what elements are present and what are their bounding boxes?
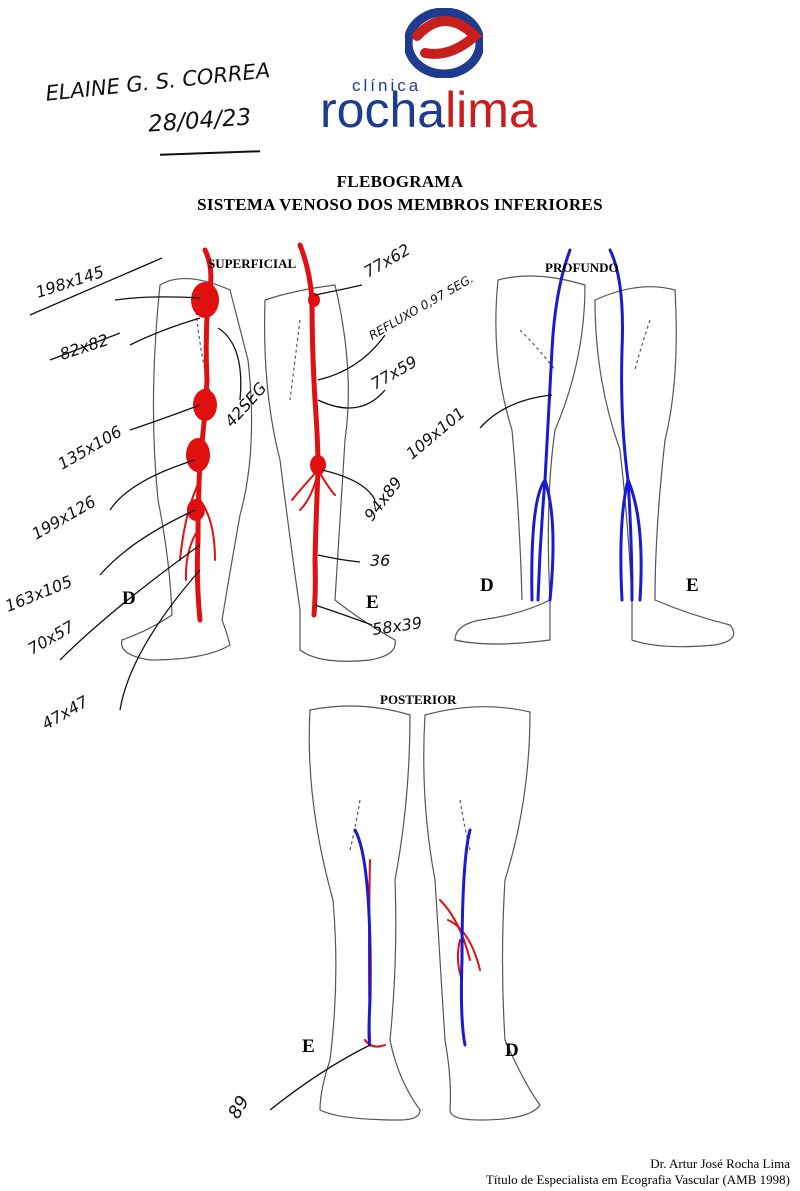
measurement-58x39: 58x39	[371, 613, 423, 639]
logo-brand-b: lima	[445, 82, 537, 138]
measurement-77x59: 77x59	[368, 352, 421, 394]
side-left-posterior: E	[302, 1036, 315, 1057]
side-right-superficial: D	[122, 588, 136, 609]
page-title: FLEBOGRAMA	[336, 172, 464, 191]
deep-right-leg-outline	[454, 275, 586, 645]
side-left-superficial: E	[366, 592, 379, 613]
doctor-name: Dr. Artur José Rocha Lima	[650, 1156, 790, 1171]
logo-small-text: clínica	[352, 76, 422, 95]
measurement-163x105: 163x105	[2, 572, 75, 616]
measurement-199x126: 199x126	[29, 492, 100, 544]
logo-brand-a: rocha	[320, 82, 446, 138]
clinic-logo-icon	[403, 7, 485, 79]
superficial-veins-red	[179, 242, 481, 1048]
posterior-left-leg-outline	[308, 705, 421, 1121]
deep-veins-blue	[353, 248, 643, 1047]
measurement-47x47: 47x47	[39, 692, 93, 734]
measurement-89: 89	[224, 1092, 254, 1122]
annotation-arrows	[29, 257, 553, 1111]
doctor-credential: Título de Especialista em Ecografia Vasc…	[485, 1172, 790, 1187]
measurement-198x145: 198x145	[33, 262, 106, 302]
varicose-dilations	[186, 282, 326, 521]
measurement-135x106: 135x106	[55, 422, 126, 474]
side-left-profundo: E	[686, 575, 699, 596]
side-right-profundo: D	[480, 575, 494, 596]
measurement-82x82: 82x82	[57, 330, 111, 364]
page-subtitle: SISTEMA VENOSO DOS MEMBROS INFERIORES	[197, 195, 603, 214]
measurement-70x57: 70x57	[25, 617, 79, 659]
measurement-77x62: 77x62	[361, 240, 414, 282]
measurement-109x101: 109x101	[402, 403, 468, 463]
logo-brand: rochalima	[320, 80, 537, 140]
measurement-42seg: 42SEG	[221, 379, 271, 431]
measurement-36: 36	[370, 551, 390, 570]
section-profundo: PROFUNDO	[545, 260, 619, 275]
side-right-posterior: D	[505, 1040, 519, 1061]
measurement-94x89: 94x89	[360, 473, 406, 524]
section-posterior: POSTERIOR	[380, 692, 457, 707]
superficial-right-leg-outline	[120, 277, 253, 661]
deep-left-leg-outline	[594, 286, 735, 648]
superficial-left-leg-outline	[263, 284, 396, 662]
posterior-right-leg-outline	[423, 706, 541, 1121]
section-superficial: SUPERFICIAL	[208, 256, 297, 271]
measurement-reflux: REFLUXO 0,97 SEG.	[367, 271, 476, 342]
